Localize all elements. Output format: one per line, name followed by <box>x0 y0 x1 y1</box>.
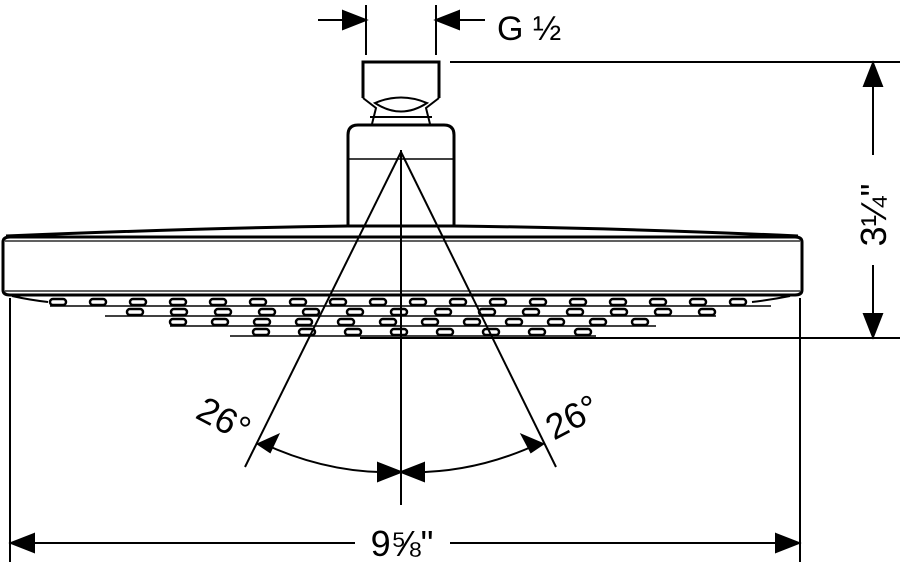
thread-size-label: G ½ <box>497 10 561 48</box>
nozzle <box>294 317 314 327</box>
nozzle <box>368 297 388 307</box>
nozzle <box>527 327 547 337</box>
nozzle <box>435 327 455 337</box>
nozzle <box>648 297 668 307</box>
nozzle <box>336 317 356 327</box>
nozzle <box>210 317 230 327</box>
nozzle <box>573 327 593 337</box>
nozzle-pattern <box>48 297 771 337</box>
connector-nut <box>361 60 441 125</box>
nozzle <box>168 297 188 307</box>
nozzle <box>521 307 541 317</box>
nozzle <box>565 307 585 317</box>
nozzle <box>389 307 409 317</box>
spray-angle <box>244 150 557 505</box>
left-spray-angle-label: 26° <box>190 388 257 450</box>
diameter-dimension <box>8 298 802 562</box>
nozzle <box>213 307 233 317</box>
nozzle <box>88 297 108 307</box>
nozzle <box>728 297 748 307</box>
nozzle <box>48 297 68 307</box>
right-spray-angle-label: 26° <box>538 386 605 448</box>
nozzle <box>169 307 189 317</box>
height-dimension <box>862 60 884 340</box>
nozzle <box>301 307 321 317</box>
nozzle <box>328 297 348 307</box>
nozzle <box>433 307 453 317</box>
nozzle <box>488 297 508 307</box>
nozzle <box>608 297 628 307</box>
nozzle <box>248 297 268 307</box>
nozzle <box>588 317 608 327</box>
nozzle <box>252 317 272 327</box>
nozzle <box>378 317 398 327</box>
nozzle <box>208 297 228 307</box>
nozzle <box>697 307 717 317</box>
nozzle <box>528 297 548 307</box>
nozzle <box>288 297 308 307</box>
thread-dimension <box>318 5 485 55</box>
nozzle <box>168 317 188 327</box>
nozzle <box>448 297 468 307</box>
nozzle <box>257 307 277 317</box>
nozzle <box>408 297 428 307</box>
nozzle <box>546 317 566 327</box>
diameter-label: 9⅝" <box>371 523 434 564</box>
nozzle <box>343 327 363 337</box>
nozzle <box>609 307 629 317</box>
nozzle <box>297 327 317 337</box>
nozzle <box>504 317 524 327</box>
shower-disc <box>1 61 900 339</box>
nozzle <box>389 327 409 337</box>
nozzle <box>420 317 440 327</box>
nozzle <box>128 297 148 307</box>
nozzle <box>630 317 650 327</box>
nozzle <box>251 327 271 337</box>
nozzle <box>345 307 365 317</box>
nozzle <box>688 297 708 307</box>
nozzle <box>125 307 145 317</box>
nozzle <box>653 307 673 317</box>
nozzle <box>462 317 482 327</box>
nozzle <box>568 297 588 307</box>
height-label: 3¼" <box>853 184 894 247</box>
